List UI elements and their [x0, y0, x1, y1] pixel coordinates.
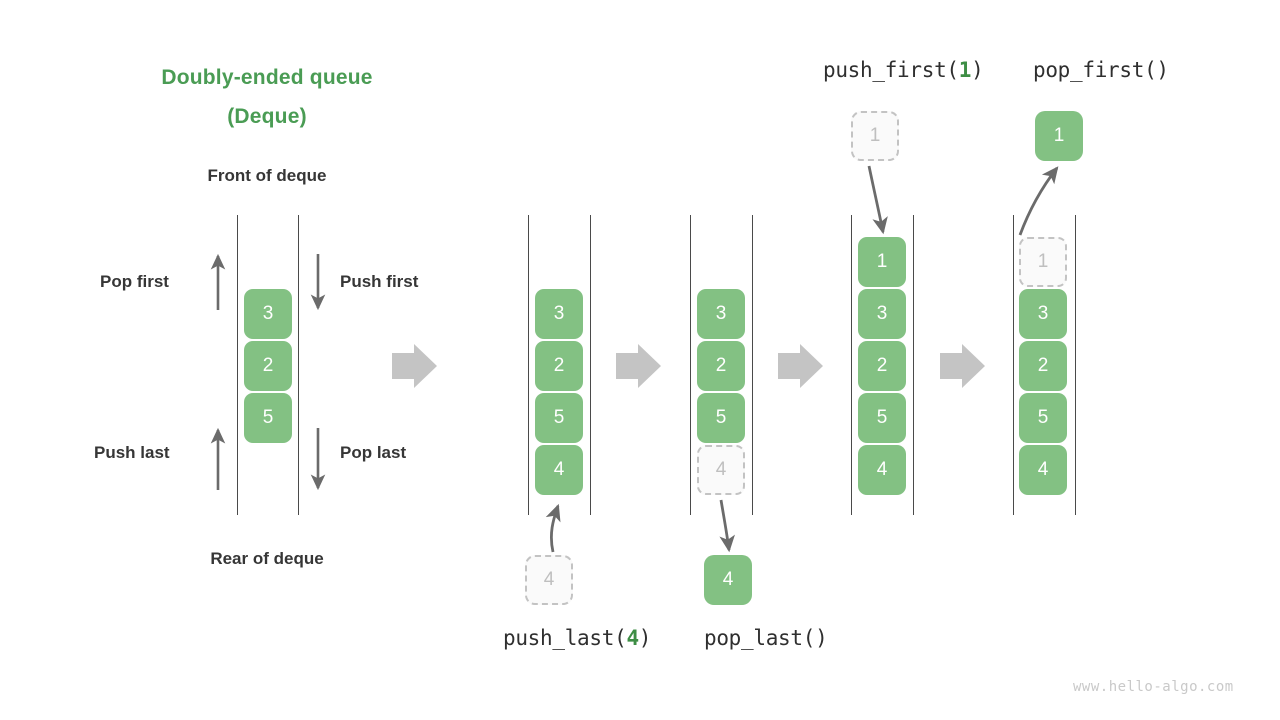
push-first-code-arg: 1: [958, 58, 972, 82]
push-last-code-label: push_last(4): [503, 626, 651, 650]
deque-cell: 4: [1019, 445, 1067, 495]
deque-cell: 2: [1019, 341, 1067, 391]
pop-first-result-cell: 1: [1035, 111, 1083, 161]
deque-cell: 4: [535, 445, 583, 495]
pop-last-result-cell: 4: [704, 555, 752, 605]
deque-cell: 5: [244, 393, 292, 443]
deque-rail-right-1: [298, 215, 299, 515]
front-of-deque-label: Front of deque: [207, 166, 327, 185]
deque-rail-right-5: [1075, 215, 1076, 515]
deque-cell: 2: [535, 341, 583, 391]
pop-first-motion-arrow-icon: [1018, 166, 1059, 236]
pop-first-code-label: pop_first(): [1033, 58, 1169, 82]
deque-cell: 3: [535, 289, 583, 339]
step-arrow-icon: [940, 344, 985, 388]
deque-rail-right-3: [752, 215, 753, 515]
deque-cell: 5: [535, 393, 583, 443]
push-last-motion-arrow-icon: [545, 503, 561, 553]
deque-cell: 3: [1019, 289, 1067, 339]
push-last-code-arg: 4: [626, 626, 639, 650]
push-first-label: Push first: [340, 272, 419, 291]
step-arrow-icon: [392, 344, 437, 388]
deque-cell: 3: [244, 289, 292, 339]
push-first-code-label: push_first(1): [823, 58, 984, 82]
deque-rail-left-5: [1013, 215, 1014, 515]
pop-last-label: Pop last: [340, 443, 407, 462]
popped-first-ghost-cell: 1: [1019, 237, 1067, 287]
page-title-line2: (Deque): [227, 105, 307, 128]
deque-rail-left-4: [851, 215, 852, 515]
push-last-label: Push last: [94, 443, 170, 462]
step-arrow-icon: [778, 344, 823, 388]
pop-last-motion-arrow-icon: [719, 499, 735, 553]
deque-cell: 5: [1019, 393, 1067, 443]
page-title: Doubly-ended queue (Deque): [147, 58, 387, 136]
popped-last-ghost-cell: 4: [697, 445, 745, 495]
pop-last-code-label: pop_last(): [704, 626, 828, 650]
step-arrow-icon: [616, 344, 661, 388]
push-last-code-close: ): [638, 626, 652, 650]
deque-cell: 2: [697, 341, 745, 391]
deque-cell: 4: [858, 445, 906, 495]
deque-cell: 5: [697, 393, 745, 443]
deque-cell: 2: [244, 341, 292, 391]
watermark: www.hello-algo.com: [1073, 679, 1234, 695]
push-first-source-cell: 1: [851, 111, 899, 161]
push-last-source-cell: 4: [525, 555, 573, 605]
deque-cell: 5: [858, 393, 906, 443]
push-first-motion-arrow-icon: [867, 165, 888, 235]
deque-rail-left-2: [528, 215, 529, 515]
push-first-code-close: ): [971, 58, 984, 82]
deque-rail-left-1: [237, 215, 238, 515]
deque-cell: 3: [858, 289, 906, 339]
deque-cell: 2: [858, 341, 906, 391]
deque-cell: 3: [697, 289, 745, 339]
deque-cell: 1: [858, 237, 906, 287]
deque-rail-right-4: [913, 215, 914, 515]
page-title-line1: Doubly-ended queue: [161, 66, 373, 89]
deque-rail-left-3: [690, 215, 691, 515]
push-last-code-name: push_last(: [503, 626, 627, 650]
deque-rail-right-2: [590, 215, 591, 515]
push-first-code-name: push_first(: [823, 58, 959, 82]
pop-first-label: Pop first: [100, 272, 169, 291]
rear-of-deque-label: Rear of deque: [210, 549, 324, 568]
